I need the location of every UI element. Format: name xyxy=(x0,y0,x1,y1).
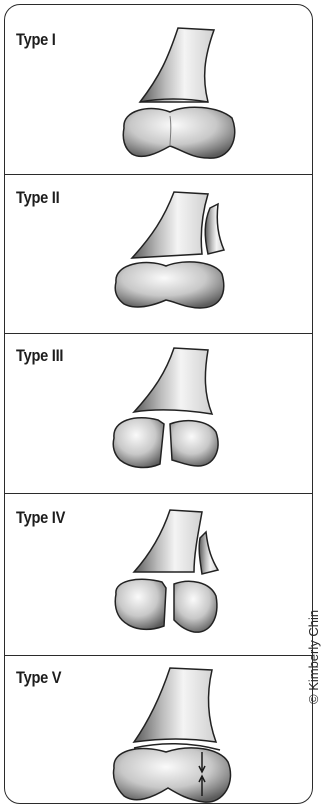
panel-label: Type V xyxy=(16,668,61,688)
panel-label: Type III xyxy=(16,346,63,366)
panel-label: Type IV xyxy=(16,508,65,528)
physeal-fracture-type-5-illustration xyxy=(90,658,250,806)
copyright-credit: © Kimberly Chin xyxy=(306,610,321,704)
panel-divider xyxy=(4,333,313,334)
panel-divider xyxy=(4,655,313,656)
panel-divider xyxy=(4,493,313,494)
panel-label: Type I xyxy=(16,30,56,50)
panel-divider xyxy=(4,174,313,175)
panel-label: Type II xyxy=(16,188,59,208)
physeal-fracture-type-3-illustration xyxy=(90,338,250,488)
physeal-fracture-type-4-illustration xyxy=(90,498,250,648)
physeal-fracture-type-1-illustration xyxy=(90,18,250,168)
physeal-fracture-type-2-illustration xyxy=(90,178,250,328)
